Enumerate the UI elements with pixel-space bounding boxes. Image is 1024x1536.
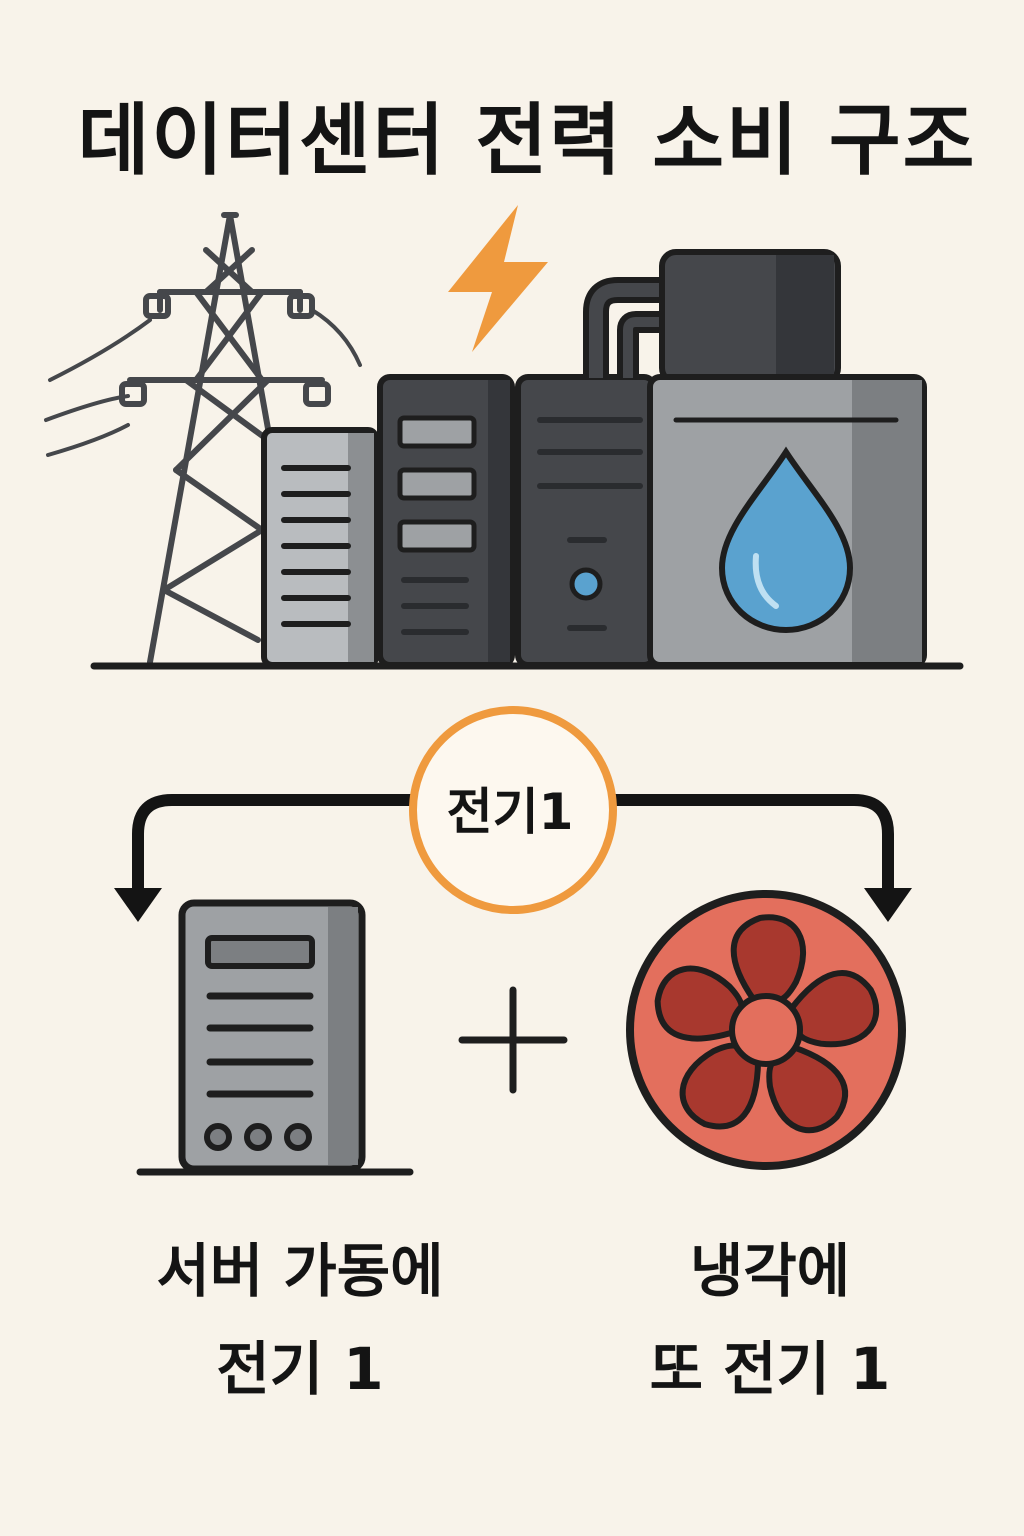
lightning-icon [448, 205, 548, 352]
water-drop-icon [718, 446, 854, 634]
branch-arrows [132, 794, 894, 896]
server-rack-icon [377, 374, 515, 668]
server-rack-icon [261, 427, 379, 668]
page-title: 데이터센터 전력 소비 구조 [77, 96, 977, 186]
plus-icon [458, 986, 568, 1094]
server-caption-line1: 서버 가동에 [156, 1237, 444, 1305]
fan-icon [626, 890, 906, 1170]
cooling-caption-line1: 냉각에 [689, 1237, 851, 1305]
server-icon [178, 899, 366, 1173]
power-tower-icon [44, 212, 362, 665]
server-rack-icon [515, 374, 657, 668]
electricity-badge [409, 706, 617, 914]
arrow-down-icon [864, 888, 912, 922]
arrow-down-icon [114, 888, 162, 922]
cooling-caption: 냉각에 또 전기 1 [560, 1222, 980, 1418]
server-caption: 서버 가동에 전기 1 [90, 1222, 510, 1418]
server-caption-line2: 전기 1 [216, 1335, 384, 1403]
cooling-tank-icon [583, 249, 927, 668]
electricity-badge-label: 전기1 [446, 783, 574, 841]
cooling-caption-line2: 또 전기 1 [649, 1335, 891, 1403]
